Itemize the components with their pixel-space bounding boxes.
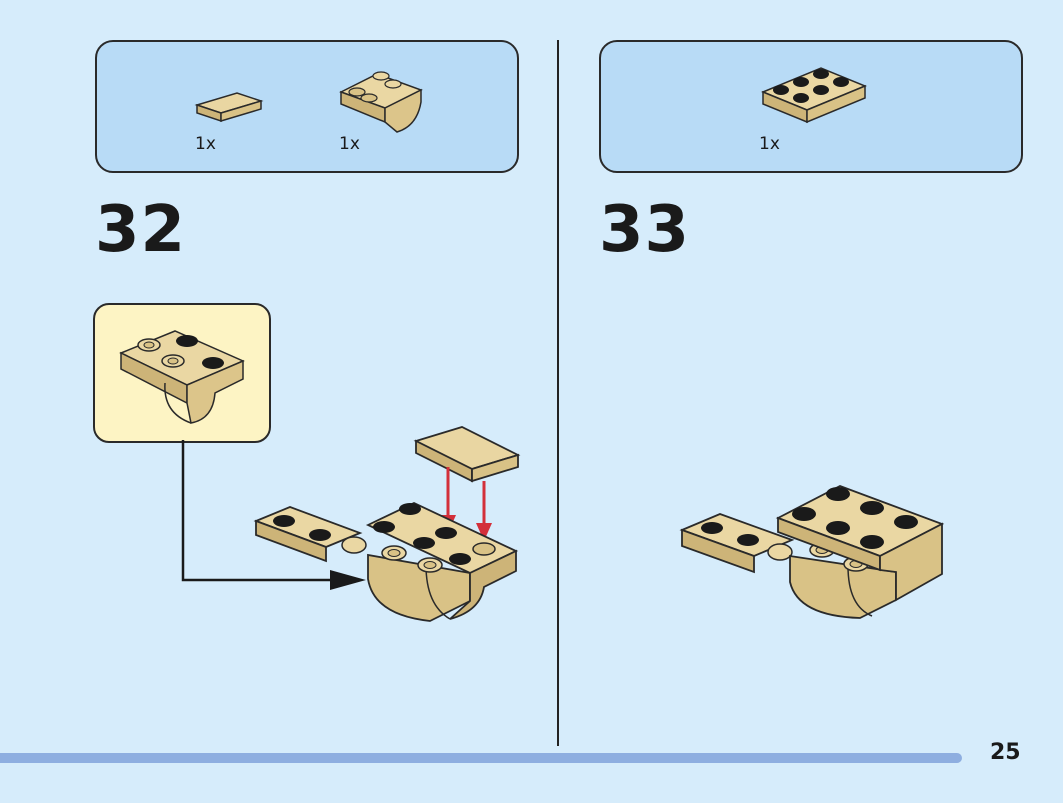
step-number-32: 32 <box>95 193 187 267</box>
sub-assembly-callout <box>93 303 271 443</box>
part-qty: 1x <box>195 134 216 154</box>
parts-list-step-33: 1x <box>599 40 1023 173</box>
parts-list-step-32: 1x 1x <box>95 40 519 173</box>
step-divider <box>557 40 559 746</box>
step-33-assembly <box>679 485 945 619</box>
step-32-assembly <box>253 426 521 622</box>
part-qty: 1x <box>759 134 780 154</box>
tan-inverted-slope-icon <box>339 71 423 133</box>
tan-tile-1x2-icon <box>194 92 264 123</box>
callout-pointer-arrow <box>181 440 366 590</box>
page-number: 25 <box>990 740 1021 765</box>
sub-assembly-brick-icon <box>119 330 245 424</box>
part-qty: 1x <box>339 134 360 154</box>
step-number-33: 33 <box>599 193 691 267</box>
tan-plate-2x3-icon <box>761 67 867 124</box>
page-footer-bar <box>0 753 962 763</box>
